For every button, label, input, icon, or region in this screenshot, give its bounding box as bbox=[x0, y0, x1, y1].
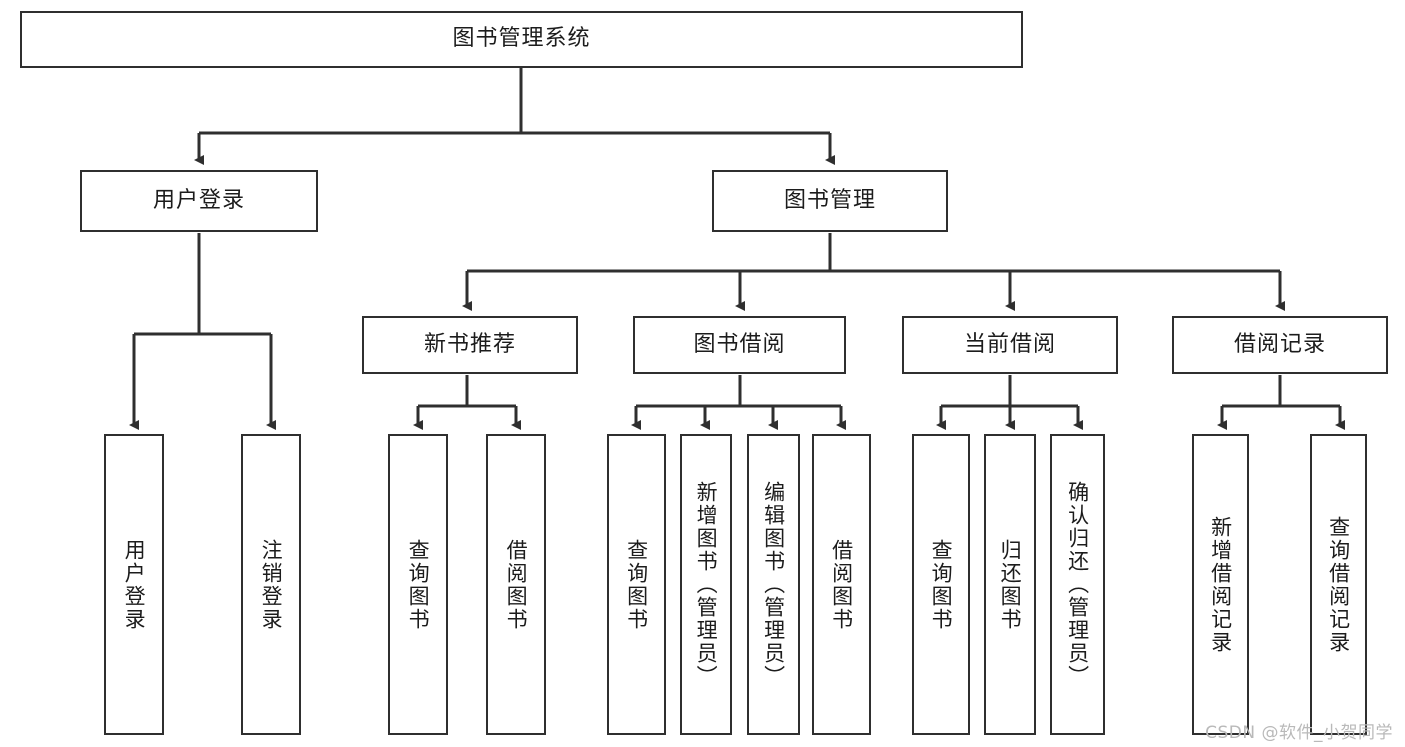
leaf-current-return-book-label: 归还图书 bbox=[998, 538, 1023, 631]
node-current-borrow-label: 当前借阅 bbox=[963, 331, 1056, 357]
leaf-current-query-book[interactable]: 查询图书 bbox=[912, 434, 970, 735]
node-user-login-label: 用户登录 bbox=[152, 187, 245, 213]
leaf-borrow-edit-book[interactable]: 编辑图书（管理员） bbox=[747, 434, 800, 735]
node-book-borrow[interactable]: 图书借阅 bbox=[633, 316, 846, 374]
leaf-record-add-record-label: 新增借阅记录 bbox=[1208, 515, 1233, 654]
node-book-manage[interactable]: 图书管理 bbox=[712, 170, 948, 232]
leaf-current-confirm-return[interactable]: 确认归还（管理员） bbox=[1050, 434, 1105, 735]
leaf-logout-label: 注销登录 bbox=[259, 538, 284, 631]
leaf-current-confirm-return-label: 确认归还（管理员） bbox=[1065, 481, 1090, 688]
leaf-borrow-query-book[interactable]: 查询图书 bbox=[607, 434, 666, 735]
watermark: CSDN @软件_小贺同学 bbox=[1205, 723, 1393, 743]
leaf-newbook-query-book-label: 查询图书 bbox=[406, 538, 431, 631]
node-current-borrow[interactable]: 当前借阅 bbox=[902, 316, 1118, 374]
leaf-record-add-record[interactable]: 新增借阅记录 bbox=[1192, 434, 1249, 735]
node-book-manage-label: 图书管理 bbox=[783, 187, 876, 213]
leaf-newbook-query-book[interactable]: 查询图书 bbox=[388, 434, 448, 735]
leaf-borrow-add-book-label: 新增图书（管理员） bbox=[694, 481, 719, 688]
leaf-borrow-edit-book-label: 编辑图书（管理员） bbox=[761, 481, 786, 688]
node-new-book-recommend[interactable]: 新书推荐 bbox=[362, 316, 578, 374]
leaf-newbook-borrow-book[interactable]: 借阅图书 bbox=[486, 434, 546, 735]
leaf-record-query-record[interactable]: 查询借阅记录 bbox=[1310, 434, 1367, 735]
leaf-borrow-borrow-book[interactable]: 借阅图书 bbox=[812, 434, 871, 735]
leaf-record-query-record-label: 查询借阅记录 bbox=[1326, 515, 1351, 654]
node-root-system-label: 图书管理系统 bbox=[452, 26, 591, 52]
leaf-current-return-book[interactable]: 归还图书 bbox=[984, 434, 1036, 735]
leaf-logout[interactable]: 注销登录 bbox=[241, 434, 301, 735]
leaf-newbook-borrow-book-label: 借阅图书 bbox=[504, 538, 529, 631]
node-borrow-record-label: 借阅记录 bbox=[1233, 331, 1326, 357]
node-borrow-record[interactable]: 借阅记录 bbox=[1172, 316, 1388, 374]
node-root-system[interactable]: 图书管理系统 bbox=[20, 11, 1023, 68]
leaf-borrow-borrow-book-label: 借阅图书 bbox=[829, 538, 854, 631]
node-book-borrow-label: 图书借阅 bbox=[693, 331, 786, 357]
leaf-user-login-label: 用户登录 bbox=[122, 538, 147, 631]
leaf-borrow-query-book-label: 查询图书 bbox=[624, 538, 649, 631]
node-new-book-recommend-label: 新书推荐 bbox=[423, 331, 516, 357]
leaf-borrow-add-book[interactable]: 新增图书（管理员） bbox=[680, 434, 732, 735]
leaf-user-login[interactable]: 用户登录 bbox=[104, 434, 164, 735]
node-user-login[interactable]: 用户登录 bbox=[80, 170, 318, 232]
leaf-current-query-book-label: 查询图书 bbox=[929, 538, 954, 631]
